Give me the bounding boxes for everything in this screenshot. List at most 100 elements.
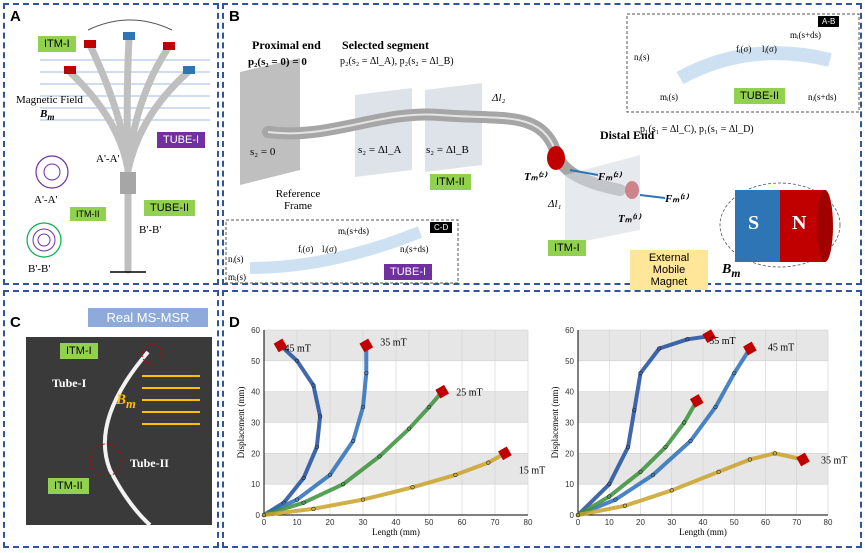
x-tick-label: 50 [730, 518, 739, 527]
y-tick-label: 60 [251, 326, 260, 335]
x-axis-label: Length (mm) [372, 527, 420, 537]
series-point [377, 454, 382, 459]
series-point [663, 445, 668, 450]
series-point [669, 488, 674, 493]
cd-mi-s: mᵢ(s) [228, 272, 246, 282]
panel-a-section-aa-marker: A'-A' [96, 153, 120, 165]
selected-segment-label: Selected segment [342, 38, 429, 52]
x-tick-label: 60 [761, 518, 770, 527]
p1-eq: p₁(s₁ = Δl_C), p₁(s₁ = Δl_D) [640, 124, 754, 135]
series-point [453, 472, 458, 478]
reference-frame-label: Reference Frame [275, 188, 321, 212]
x-tick-label: 10 [605, 518, 614, 527]
panel-a [3, 3, 219, 285]
series-line [262, 343, 323, 517]
series-point [294, 358, 300, 363]
x-tick-label: 60 [458, 518, 467, 527]
y-tick-label: 10 [251, 480, 260, 489]
series-point [622, 503, 627, 508]
panel-c-tube2-label: Tube-II [130, 456, 169, 470]
series-point [713, 404, 718, 410]
magnet-marker [689, 394, 704, 408]
series-point [314, 445, 319, 450]
x-tick-label: 40 [699, 518, 708, 527]
series-line [262, 451, 507, 517]
panel-a-section-bb-marker: B'-B' [139, 224, 162, 236]
cd-l: lᵢ(σ) [322, 244, 337, 254]
panel-a-itm2-tag: ITM-II [70, 207, 106, 221]
ab-mi-sds: mᵢ(s+ds) [790, 30, 822, 40]
y-axis-label: Displacement (mm) [236, 387, 246, 459]
panel-a-magnetic-field-label: Magnetic Field [16, 94, 83, 106]
cd-f: fᵢ(σ) [298, 244, 314, 254]
ab-l: lᵢ(σ) [762, 44, 777, 54]
series-point [294, 497, 300, 502]
delta-l2: Δl₂ [492, 92, 506, 104]
x-tick-label: 0 [576, 518, 581, 527]
y-tick-label: 0 [570, 511, 575, 520]
series-point [364, 371, 369, 376]
panel-a-tube1-tag: TUBE-I [157, 132, 206, 148]
ab-mi-s: mᵢ(s) [660, 92, 678, 102]
y-tick-label: 60 [565, 326, 574, 335]
series-point [311, 506, 316, 511]
distal-end-label: Distal End [600, 128, 655, 142]
series-point [311, 383, 316, 388]
series-point [360, 404, 366, 410]
x-tick-label: 70 [792, 518, 801, 527]
series-point [261, 512, 267, 518]
y-tick-label: 10 [565, 480, 574, 489]
series-point [613, 497, 618, 502]
series-point [682, 420, 687, 425]
x-tick-label: 30 [667, 518, 676, 527]
series-annotation: 35 mT [821, 456, 847, 467]
f1-label: Fₘ⁽¹⁾ [665, 193, 688, 205]
y-tick-label: 40 [251, 388, 260, 397]
y-tick-label: 20 [251, 449, 260, 458]
series-point [341, 482, 346, 487]
ab-tube-tag: TUBE-II [734, 88, 786, 104]
selected-eq: p₂(s₂ = Δl_A), p₂(s₂ = Δl_B) [340, 56, 454, 67]
magnet-marker [435, 384, 450, 399]
series-point [632, 408, 637, 413]
series-point [625, 445, 631, 450]
panel-b-bm-label: Bm [722, 262, 741, 280]
x-tick-label: 20 [326, 518, 335, 527]
cd-ni-s: nᵢ(s) [228, 254, 244, 264]
x-tick-label: 30 [359, 518, 368, 527]
delta-l1: Δl₁ [548, 198, 562, 210]
ab-tag: A-B [818, 16, 840, 27]
external-magnet-label: External Mobile Magnet [630, 250, 708, 290]
series-line [576, 346, 752, 517]
series-point [426, 404, 432, 410]
series-point [657, 346, 662, 351]
x-tick-label: 0 [262, 518, 267, 527]
y-tick-label: 50 [251, 357, 260, 366]
x-tick-label: 70 [491, 518, 500, 527]
panel-b-itm2-tag: ITM-II [430, 174, 471, 190]
series-annotation: 15 mT [519, 465, 545, 476]
series-point [638, 469, 643, 474]
y-tick-label: 0 [256, 511, 261, 520]
panel-c-bm-label: Bm [116, 392, 136, 411]
t2-label: Tₘ⁽²⁾ [524, 171, 547, 183]
magnet-marker [743, 341, 757, 356]
x-axis-label: Length (mm) [679, 527, 727, 537]
series-point [747, 457, 752, 462]
series-point [327, 472, 333, 478]
y-tick-label: 40 [565, 388, 574, 397]
y-tick-label: 30 [251, 419, 260, 428]
s2-zero: s₂ = 0 [250, 146, 276, 158]
series-point [318, 414, 323, 419]
s2-b: s₂ = Δl_B [426, 144, 469, 156]
panel-b-label: B [229, 8, 240, 25]
cd-ni-sds: nᵢ(s+ds) [400, 244, 429, 254]
panel-b [222, 3, 862, 285]
series-line [262, 389, 445, 517]
series-annotation: 45 mT [285, 343, 311, 354]
series-annotation: 55 mT [709, 336, 735, 347]
t1-label: Tₘ⁽¹⁾ [618, 213, 641, 225]
y-tick-label: 30 [565, 419, 574, 428]
series-point [410, 485, 415, 490]
ab-ni-s: nᵢ(s) [634, 52, 650, 62]
